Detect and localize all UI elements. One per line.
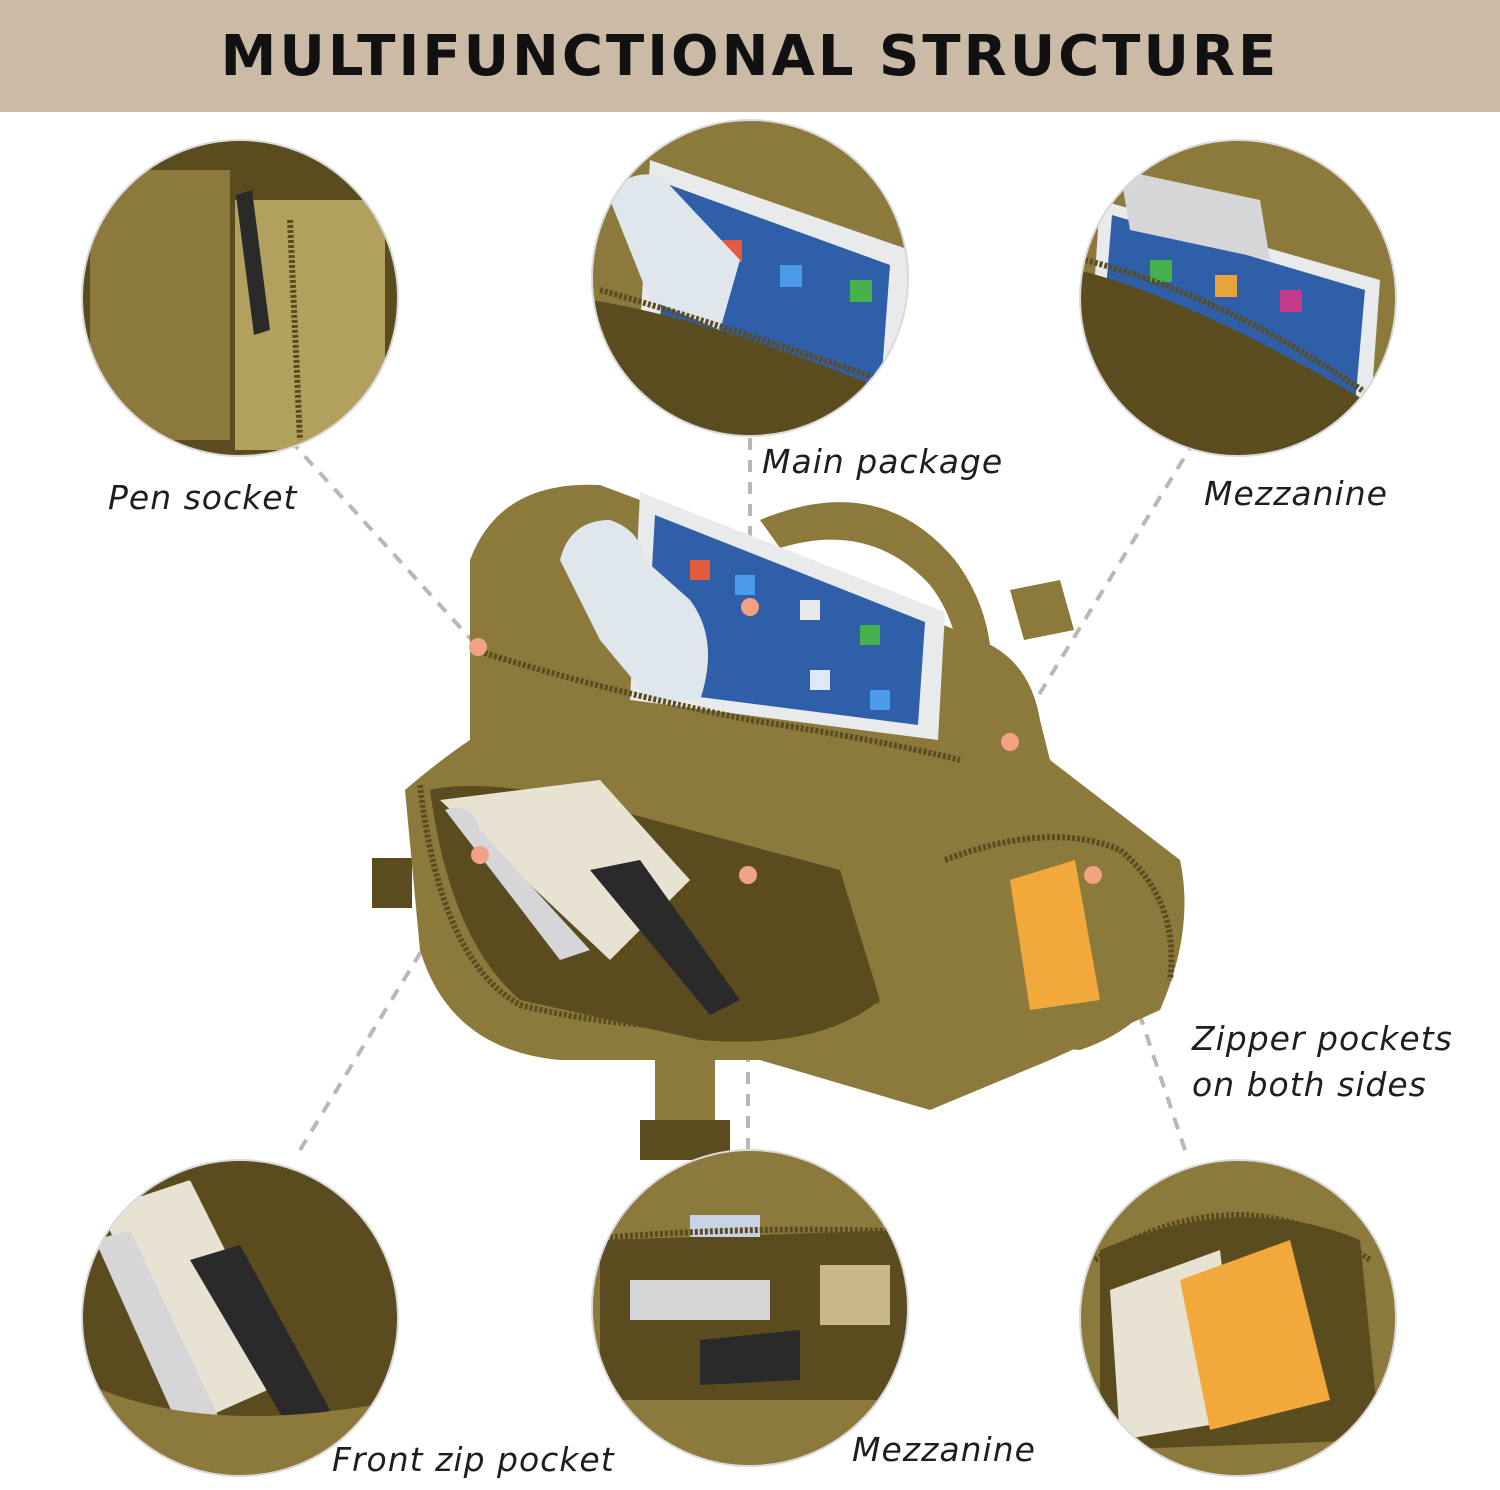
marker-mezzanine-top [1001, 733, 1019, 751]
label-main-package: Main package [762, 442, 1004, 481]
callout-markers [469, 598, 1102, 884]
marker-main-package [741, 598, 759, 616]
label-pen-socket: Pen socket [108, 478, 298, 517]
marker-pen-socket [469, 638, 487, 656]
detail-circle-front-zip-pocket [81, 1159, 399, 1477]
header-banner: MULTIFUNCTIONAL STRUCTURE [0, 0, 1500, 112]
detail-circle-mezzanine-top [1079, 139, 1397, 457]
detail-circle-main-package [591, 119, 909, 437]
marker-zipper-pockets [1084, 866, 1102, 884]
bag-main-image [372, 484, 1185, 1160]
detail-circle-zipper-pockets [1079, 1159, 1397, 1477]
detail-circle-pen-socket [81, 139, 399, 457]
label-zipper-pockets-line2: on both sides [1192, 1065, 1427, 1104]
detail-circle-mezzanine-bottom [591, 1149, 909, 1467]
label-mezzanine-bottom: Mezzanine [852, 1430, 1036, 1469]
label-zipper-pockets-line1: Zipper pockets [1192, 1019, 1453, 1058]
marker-front-zip [471, 846, 489, 864]
page-title: MULTIFUNCTIONAL STRUCTURE [220, 23, 1280, 89]
leader-line-pen-socket [288, 438, 480, 649]
leader-line-zipper-pockets [1091, 874, 1187, 1151]
label-mezzanine-top: Mezzanine [1204, 474, 1388, 513]
label-zipper-pockets: Zipper pockets on both sides [1192, 1016, 1453, 1108]
label-front-zip-pocket: Front zip pocket [332, 1440, 615, 1479]
leader-line-mezzanine-top [1008, 438, 1197, 744]
marker-mezzanine-bottom [739, 866, 757, 884]
